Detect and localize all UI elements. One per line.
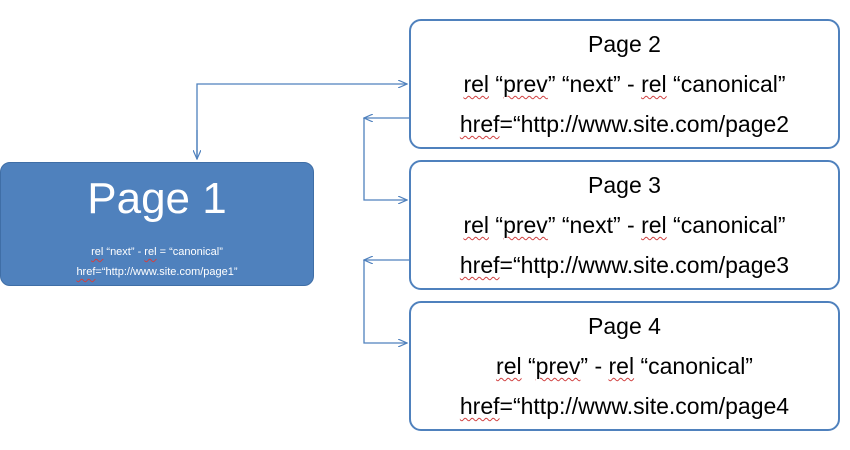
page4-rel-word-2: rel xyxy=(608,353,635,379)
page4-rel-word: rel xyxy=(496,353,522,379)
page2-href-url: =“http://www.site.com/page2 xyxy=(499,111,790,137)
page1-rel-word: rel xyxy=(91,246,104,258)
page3-canonical: “canonical” xyxy=(666,212,786,238)
arrow-page3-to-page4 xyxy=(363,260,407,343)
page2-href-word: href xyxy=(459,111,500,137)
page4-href-line: href=“http://www.site.com/page4 xyxy=(411,391,838,421)
page4-title: Page 4 xyxy=(588,313,661,339)
page4-href-url: =“http://www.site.com/page4 xyxy=(499,393,790,419)
page2-node: Page 2 rel “prev” “next” - rel “canonica… xyxy=(409,19,840,149)
arrow-page1-to-page2 xyxy=(196,84,407,159)
page4-rel-rest: ” - xyxy=(580,353,609,379)
page3-prev-word: prev xyxy=(503,212,548,238)
page3-href-url: =“http://www.site.com/page3 xyxy=(499,252,790,278)
page1-rel-line: rel “next” - rel = “canonical” xyxy=(1,245,313,259)
page3-rel-word: rel xyxy=(463,212,489,238)
page3-quote: “ xyxy=(489,212,504,238)
page4-node: Page 4 rel “prev” - rel “canonical” href… xyxy=(409,301,840,431)
page4-canonical: “canonical” xyxy=(634,353,753,379)
page1-href-line: href=“http://www.site.com/page1” xyxy=(1,265,313,279)
page4-href-word: href xyxy=(459,393,500,419)
page1-node: Page 1 rel “next” - rel = “canonical” hr… xyxy=(0,162,314,286)
page2-title: Page 2 xyxy=(588,31,661,57)
page2-canonical: “canonical” xyxy=(666,71,786,97)
page3-rel-word-2: rel xyxy=(641,212,667,238)
page2-rel-rest: ” “next” - xyxy=(547,71,642,97)
page3-rel-line: rel “prev” “next” - rel “canonical” xyxy=(411,210,838,240)
page4-rel-line: rel “prev” - rel “canonical” xyxy=(411,351,838,381)
page3-href-word: href xyxy=(459,252,500,278)
page3-node: Page 3 rel “prev” “next” - rel “canonica… xyxy=(409,160,840,290)
page3-href-line: href=“http://www.site.com/page3 xyxy=(411,250,838,280)
page3-rel-rest: ” “next” - xyxy=(547,212,642,238)
page2-rel-word-2: rel xyxy=(641,71,667,97)
page4-quote: “ xyxy=(521,353,536,379)
page1-rel-text: “next” - xyxy=(103,246,145,258)
page2-rel-word: rel xyxy=(463,71,489,97)
page3-title: Page 3 xyxy=(588,172,661,198)
page2-quote: “ xyxy=(489,71,504,97)
page2-href-line: href=“http://www.site.com/page2 xyxy=(411,109,838,139)
page1-rel-text-2: = “canonical” xyxy=(156,246,223,258)
arrow-page2-to-page3 xyxy=(363,118,407,200)
page1-href-word: href xyxy=(76,266,96,278)
page2-prev-word: prev xyxy=(503,71,548,97)
page2-rel-line: rel “prev” “next” - rel “canonical” xyxy=(411,69,838,99)
page4-prev-word: prev xyxy=(535,353,581,379)
page1-title: Page 1 xyxy=(87,174,227,223)
page1-href-text: =“http://www.site.com/page1” xyxy=(95,266,238,278)
page1-rel-word-2: rel xyxy=(144,246,157,258)
